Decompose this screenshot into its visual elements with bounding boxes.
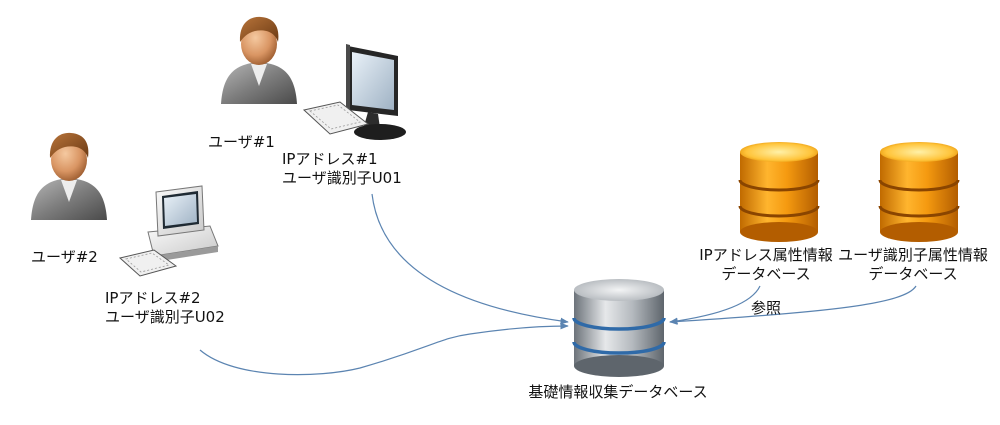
user-attribute-db-label: ユーザ識別子属性情報 データベース [828, 246, 998, 284]
collection-db-label: 基礎情報収集データベース [528, 383, 708, 401]
user-attribute-db-line1: ユーザ識別子属性情報 [838, 246, 988, 264]
user1-label: ユーザ#1 [208, 133, 275, 151]
user-attribute-db-line2: データベース [868, 265, 958, 283]
user2-ip-label: IPアドレス#2 [105, 289, 201, 307]
user1-ip-label: IPアドレス#1 [282, 150, 378, 168]
ip-attribute-db-line2: データベース [721, 265, 811, 283]
database-icon [738, 142, 820, 242]
connector-user2-to-collection [199, 322, 569, 376]
user2-label: ユーザ#2 [31, 248, 98, 266]
user-icon [31, 132, 107, 220]
desktop-monitor-icon [302, 44, 406, 140]
user1-identifier-label: ユーザ識別子U01 [282, 169, 402, 187]
desktop-pc-icon [118, 185, 219, 277]
database-icon [878, 142, 960, 242]
connector-ipdb-to-collection [669, 285, 761, 325]
reference-label: 参照 [751, 299, 782, 317]
user2-ip-address: IPアドレス#2 ユーザ識別子U02 [105, 289, 225, 327]
database-icon [572, 279, 666, 377]
user-icon [221, 16, 297, 104]
connector-userdb-to-collection [669, 285, 917, 325]
connector-user1-to-collection [371, 193, 569, 325]
user2-identifier-label: ユーザ識別子U02 [105, 308, 225, 326]
ip-attribute-db-line1: IPアドレス属性情報 [699, 246, 833, 264]
ip-attribute-db-label: IPアドレス属性情報 データベース [686, 246, 846, 284]
user1-ip-address: IPアドレス#1 ユーザ識別子U01 [282, 150, 402, 188]
